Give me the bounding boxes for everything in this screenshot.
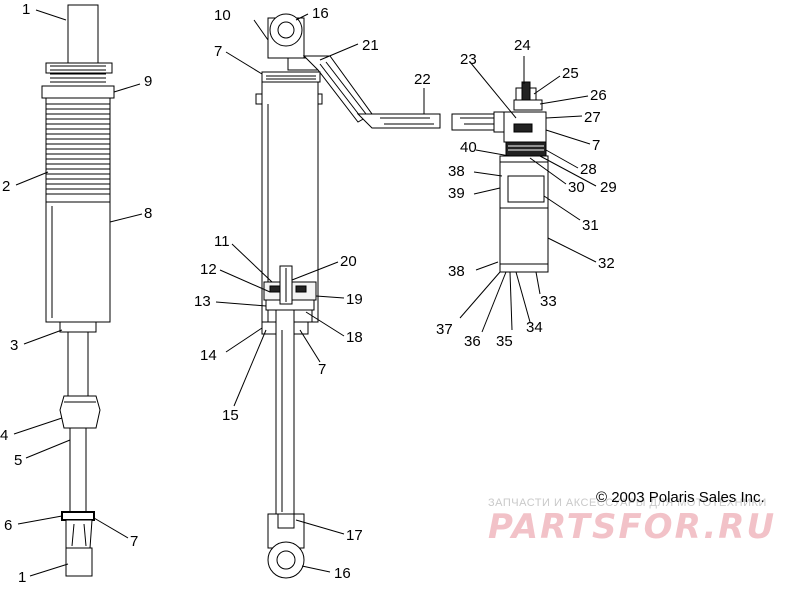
callout-11: 11 bbox=[214, 233, 230, 250]
callout-3: 3 bbox=[10, 337, 18, 354]
leader-lines bbox=[13, 9, 597, 577]
callout-21: 21 bbox=[362, 37, 379, 54]
callout-24: 24 bbox=[514, 37, 531, 54]
callout-25: 25 bbox=[562, 65, 579, 82]
callout-1-bottom: 1 bbox=[18, 569, 26, 586]
callout-15: 15 bbox=[222, 407, 239, 424]
callout-36: 36 bbox=[464, 333, 481, 350]
callout-33: 33 bbox=[540, 293, 557, 310]
callout-29: 29 bbox=[600, 179, 617, 196]
callout-22: 22 bbox=[414, 71, 431, 88]
callout-6: 6 bbox=[4, 517, 12, 534]
callout-23: 23 bbox=[460, 51, 477, 68]
callout-19: 19 bbox=[346, 291, 363, 308]
callout-35: 35 bbox=[496, 333, 513, 350]
callout-38-top: 38 bbox=[448, 163, 465, 180]
callout-4: 4 bbox=[0, 427, 8, 444]
callout-18: 18 bbox=[346, 329, 363, 346]
callout-39: 39 bbox=[448, 185, 465, 202]
callout-40: 40 bbox=[460, 139, 477, 156]
callout-8: 8 bbox=[144, 205, 152, 222]
callout-31: 31 bbox=[582, 217, 599, 234]
callout-9: 9 bbox=[144, 73, 152, 90]
callout-27: 27 bbox=[584, 109, 601, 126]
callout-7-left: 7 bbox=[130, 533, 138, 550]
callout-38-bottom: 38 bbox=[448, 263, 465, 280]
callout-12: 12 bbox=[200, 261, 217, 278]
callout-17: 17 bbox=[346, 527, 363, 544]
callout-13: 13 bbox=[194, 293, 211, 310]
assembled-shock bbox=[41, 4, 115, 577]
callout-14: 14 bbox=[200, 347, 217, 364]
copyright-notice: © 2003 Polaris Sales Inc. bbox=[596, 489, 765, 506]
callout-7-mid-bottom: 7 bbox=[318, 361, 326, 378]
callout-16-top: 16 bbox=[312, 5, 329, 22]
callout-26: 26 bbox=[590, 87, 607, 104]
callout-1-top: 1 bbox=[22, 1, 30, 18]
callout-2: 2 bbox=[2, 178, 10, 195]
callout-16-bottom: 16 bbox=[334, 565, 351, 582]
callout-7-right: 7 bbox=[592, 137, 600, 154]
callout-10: 10 bbox=[214, 7, 231, 24]
reservoir bbox=[451, 81, 549, 273]
watermark-brand-logo: PARTSFOR.RU bbox=[488, 507, 776, 547]
callout-28: 28 bbox=[580, 161, 597, 178]
callout-37: 37 bbox=[436, 321, 453, 338]
callout-5: 5 bbox=[14, 452, 22, 469]
callouts: 1 9 2 8 3 4 5 6 7 1 10 16 7 21 22 11 12 … bbox=[0, 1, 617, 586]
callout-7-mid-top: 7 bbox=[214, 43, 222, 60]
callout-30: 30 bbox=[568, 179, 585, 196]
callout-32: 32 bbox=[598, 255, 615, 272]
callout-20: 20 bbox=[340, 253, 357, 270]
watermark-tagline: ЗАПЧАСТИ И АКСЕССУАРЫ ДЛЯ МОТОТЕХНИКИ bbox=[488, 497, 767, 509]
callout-34: 34 bbox=[526, 319, 543, 336]
